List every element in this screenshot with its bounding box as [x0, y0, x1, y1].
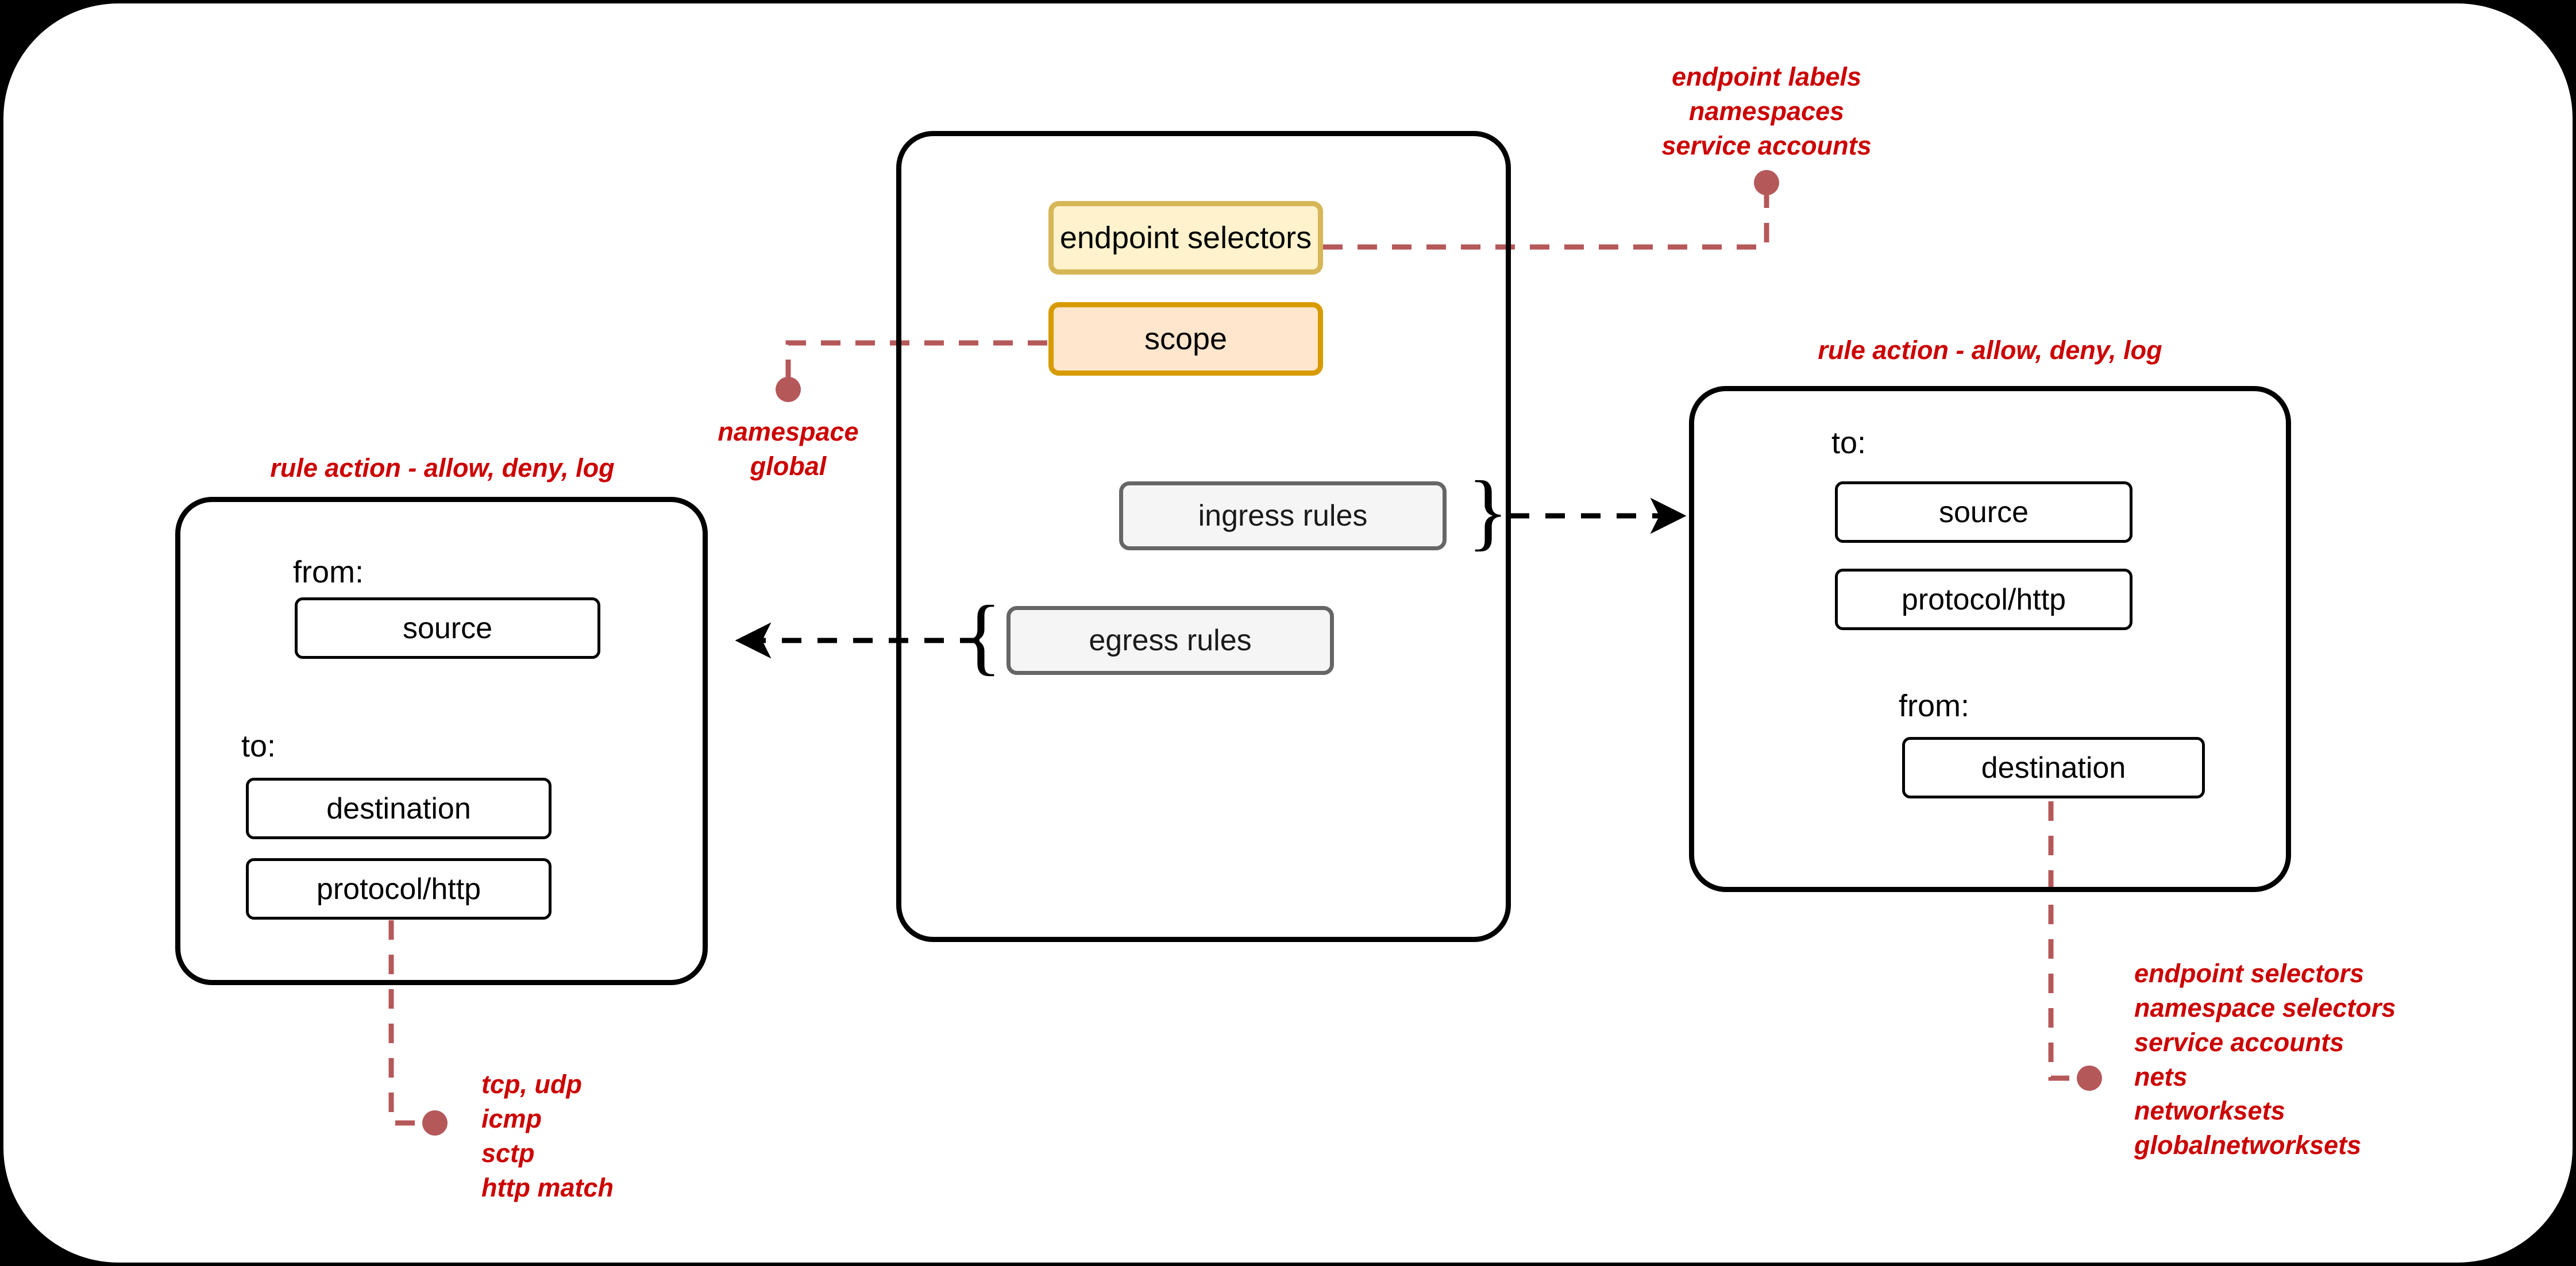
- ingress-rules-box[interactable]: ingress rules: [1119, 481, 1447, 550]
- ingress-rule-action-note: rule action - allow, deny, log: [1818, 335, 2162, 365]
- scope-label: scope: [1144, 322, 1228, 356]
- ingress-source-box[interactable]: source: [1835, 481, 2132, 543]
- endpoint-selectors-label: endpoint selectors: [1059, 221, 1312, 255]
- ingress-from-caption: from:: [1899, 689, 1970, 723]
- egress-source-box[interactable]: source: [295, 597, 600, 659]
- egress-destination-label: destination: [326, 792, 471, 825]
- endpoint-selectors-annotation: endpoint labels namespaces service accou…: [1661, 62, 1872, 160]
- ingress-destination-box[interactable]: destination: [1902, 737, 2205, 798]
- ingress-protocol-label: protocol/http: [1901, 582, 2066, 616]
- ingress-close-brace: }: [1467, 464, 1509, 559]
- endpoint-selectors-box[interactable]: endpoint selectors: [1048, 201, 1323, 275]
- egress-rule-action-note: rule action - allow, deny, log: [270, 453, 615, 483]
- egress-rules-label: egress rules: [1089, 624, 1252, 657]
- egress-rules-box[interactable]: egress rules: [1007, 606, 1334, 675]
- scope-annotation: namespace global: [718, 417, 859, 481]
- egress-open-brace: {: [961, 588, 1002, 684]
- egress-protocol-label: protocol/http: [316, 872, 481, 906]
- egress-source-label: source: [402, 611, 493, 645]
- ingress-panel: [1689, 386, 2291, 892]
- ingress-rules-label: ingress rules: [1198, 499, 1368, 532]
- egress-panel: [175, 497, 708, 985]
- ingress-to-caption: to:: [1831, 426, 1867, 460]
- scope-box[interactable]: scope: [1048, 302, 1323, 376]
- policy-container: [896, 131, 1511, 942]
- ingress-source-label: source: [1938, 495, 2029, 529]
- egress-destination-box[interactable]: destination: [246, 778, 552, 839]
- destination-annotation: endpoint selectors namespace selectors s…: [2134, 959, 2396, 1160]
- protocol-annotation: tcp, udp icmp sctp http match: [481, 1070, 614, 1202]
- egress-to-caption: to:: [241, 729, 276, 763]
- egress-protocol-box[interactable]: protocol/http: [246, 858, 552, 920]
- ingress-destination-label: destination: [1981, 751, 2126, 785]
- egress-from-caption: from:: [293, 555, 364, 589]
- ingress-protocol-box[interactable]: protocol/http: [1835, 569, 2132, 630]
